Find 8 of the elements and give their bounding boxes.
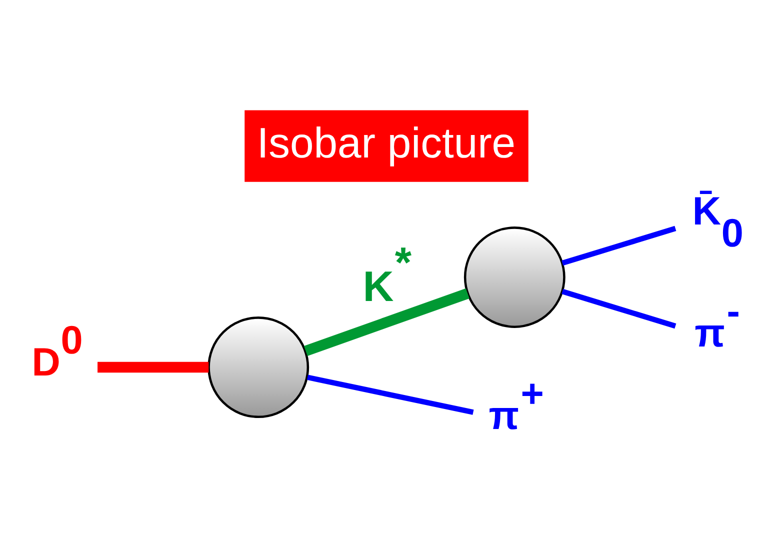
connector (98, 362, 209, 373)
node-circle (208, 316, 310, 418)
connector (306, 374, 474, 415)
connector (304, 288, 470, 356)
diagram-title: Isobar picture (256, 119, 516, 168)
node-circle (464, 226, 566, 328)
connector (562, 288, 676, 329)
connector (562, 226, 676, 266)
